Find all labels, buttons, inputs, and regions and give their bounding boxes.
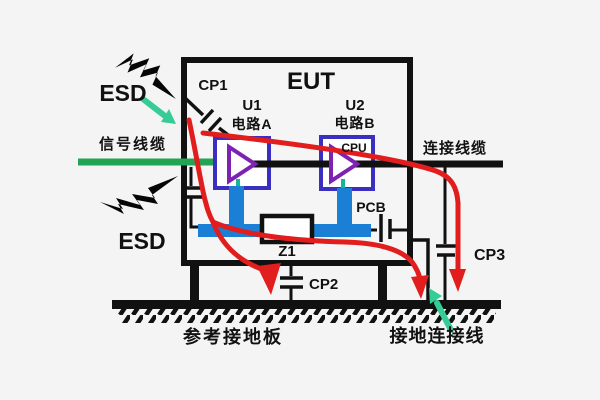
cp3-label: CP3 <box>474 247 505 264</box>
esd-label-top: ESD <box>99 80 146 106</box>
ground-hatching <box>118 308 496 323</box>
esd-path-entry <box>186 117 216 225</box>
pcb-bus-vertical-u2 <box>337 188 352 230</box>
cp1-label: CP1 <box>198 77 227 94</box>
u1-label: U1 <box>242 97 261 114</box>
ground-strap-arrow-shaft <box>434 300 454 333</box>
esd-bolt-top-icon <box>115 53 176 99</box>
injection-arrow-top-shaft <box>140 96 168 119</box>
ground-strap-wire <box>411 238 430 300</box>
cp3-capacitor <box>436 167 457 300</box>
signal-cable-label: 信号线缆 <box>99 135 167 153</box>
ground-connection-wire-label: 接地连接线 <box>390 325 485 346</box>
reference-ground-plane <box>112 300 501 323</box>
u2-label: U2 <box>345 97 364 114</box>
u1-circuit-label: 电路A <box>231 116 272 132</box>
esd-arrowhead-cp3 <box>449 269 466 292</box>
eut-support-leg-left <box>190 263 199 301</box>
esd-current-paths <box>186 117 466 299</box>
pcb-bus-vertical-u1 <box>229 186 244 230</box>
chassis-capacitor-right <box>369 214 408 242</box>
injection-arrow-top-head <box>161 109 176 124</box>
u1-amplifier-triangle-icon <box>227 143 259 185</box>
cp2-label: CP2 <box>309 276 338 293</box>
pcb-label: PCB <box>356 199 386 215</box>
cpu-label: CPU <box>341 141 366 155</box>
esd-path-to-ground-strap <box>210 219 423 282</box>
esd-arrowhead-cp2 <box>257 263 281 295</box>
ground-strap-arrow-head <box>429 288 442 304</box>
cp1-capacitor <box>182 95 234 140</box>
u2-circuit-label: 电路B <box>334 115 375 131</box>
esd-path-to-cp3 <box>200 130 461 273</box>
esd-bolt-bottom-icon <box>100 176 178 214</box>
esd-arrowhead-ground-strap <box>411 275 429 299</box>
u2-amplifier-triangle-icon <box>329 143 361 185</box>
esd-label-bottom: ESD <box>118 228 165 254</box>
cp2-capacitor <box>280 265 303 300</box>
ground-bar <box>112 300 501 309</box>
eut-support-leg-right <box>378 263 387 301</box>
eut-title: EUT <box>287 68 335 95</box>
connect-cable-label: 连接线缆 <box>423 139 487 157</box>
injection-arrow-top <box>140 96 176 124</box>
z1-label: Z1 <box>278 243 296 260</box>
ground-strap-arrow <box>429 288 454 333</box>
reference-ground-plate-label: 参考接地板 <box>183 326 283 347</box>
